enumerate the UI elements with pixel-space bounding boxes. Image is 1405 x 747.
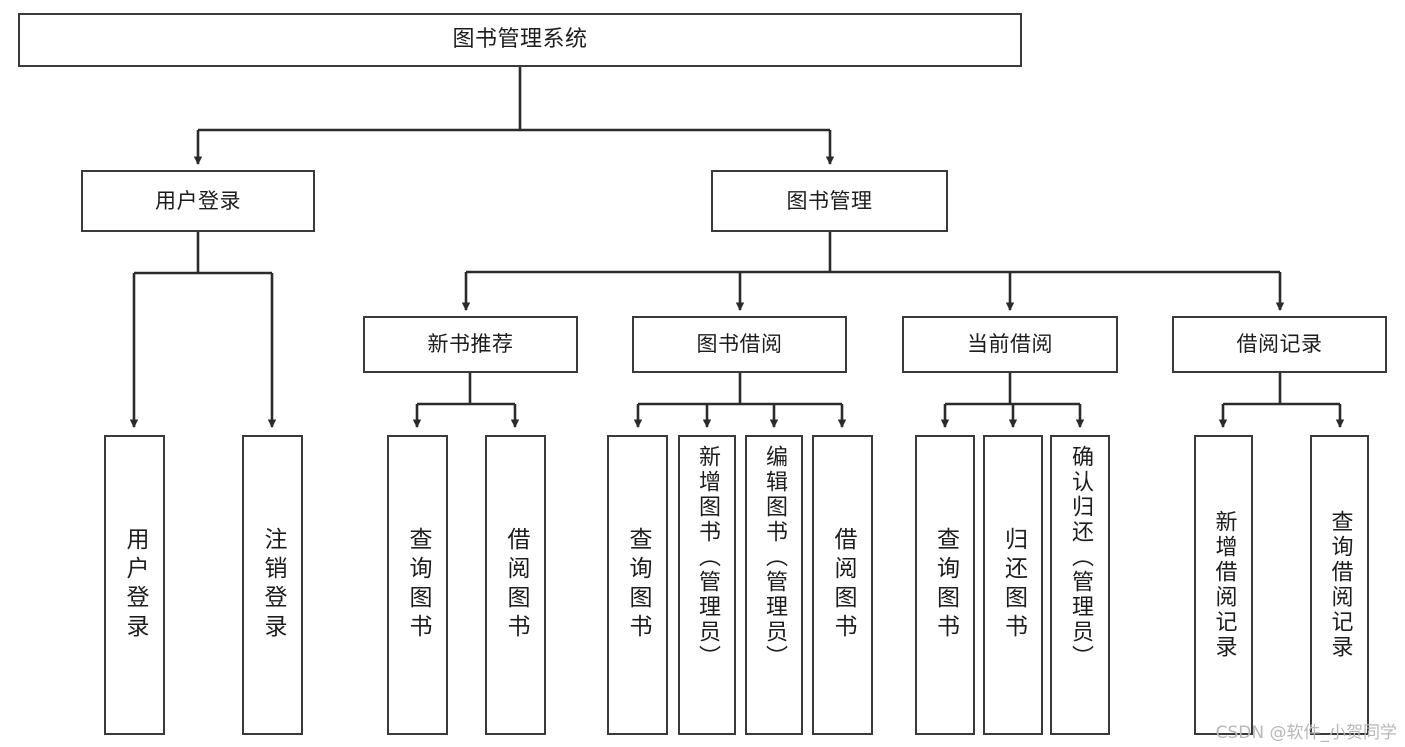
node-label: 当前借阅	[967, 332, 1053, 357]
node-book-management[interactable]: 图书管理	[711, 170, 948, 232]
node-label: 新增借阅记录	[1211, 510, 1237, 660]
leaf-return-book[interactable]: 归还图书	[983, 435, 1043, 735]
leaf-add-borrow-record[interactable]: 新增借阅记录	[1194, 435, 1253, 735]
leaf-logout-login[interactable]: 注销登录	[242, 435, 303, 735]
node-label: 借阅记录	[1236, 332, 1323, 357]
node-borrow-record[interactable]: 借阅记录	[1172, 316, 1387, 373]
node-label: 用户登录	[122, 527, 148, 643]
leaf-query-borrow-record[interactable]: 查询借阅记录	[1310, 435, 1369, 735]
node-label: 新书推荐	[427, 332, 514, 357]
node-label: 归还图书	[1000, 527, 1027, 643]
node-label: 注销登录	[260, 527, 286, 643]
node-label: 图书借阅	[696, 332, 783, 357]
csdn-watermark: CSDN @软件_小贺同学	[1215, 723, 1397, 743]
node-label: 查询图书	[932, 527, 959, 643]
leaf-query-book-recommend[interactable]: 查询图书	[387, 435, 448, 735]
node-label: 查询图书	[625, 527, 651, 643]
node-root-book-management-system[interactable]: 图书管理系统	[18, 13, 1022, 67]
leaf-confirm-return-admin[interactable]: 确认归还（管理员）	[1050, 435, 1110, 735]
node-user-login[interactable]: 用户登录	[81, 170, 315, 232]
leaf-add-book-admin[interactable]: 新增图书（管理员）	[678, 435, 736, 735]
leaf-edit-book-admin[interactable]: 编辑图书（管理员）	[745, 435, 803, 735]
node-book-borrow[interactable]: 图书借阅	[632, 316, 847, 373]
node-label: 查询图书	[405, 527, 431, 643]
leaf-borrow-book-borrow[interactable]: 借阅图书	[812, 435, 873, 735]
node-label: 查询借阅记录	[1327, 510, 1353, 660]
node-label: 借阅图书	[503, 527, 529, 643]
node-label: 借阅图书	[830, 527, 856, 643]
node-new-book-recommend[interactable]: 新书推荐	[363, 316, 578, 373]
leaf-borrow-book-recommend[interactable]: 借阅图书	[485, 435, 546, 735]
node-label: 图书管理系统	[452, 27, 588, 53]
leaf-user-login[interactable]: 用户登录	[104, 435, 165, 735]
node-label: 确认归还（管理员）	[1068, 445, 1093, 670]
leaf-query-book-borrow[interactable]: 查询图书	[607, 435, 668, 735]
node-label: 编辑图书（管理员）	[762, 445, 787, 670]
node-current-borrow[interactable]: 当前借阅	[902, 316, 1118, 373]
node-label: 用户登录	[155, 188, 241, 213]
node-label: 新增图书（管理员）	[695, 445, 720, 670]
node-label: 图书管理	[786, 188, 873, 213]
leaf-query-book-current[interactable]: 查询图书	[915, 435, 975, 735]
